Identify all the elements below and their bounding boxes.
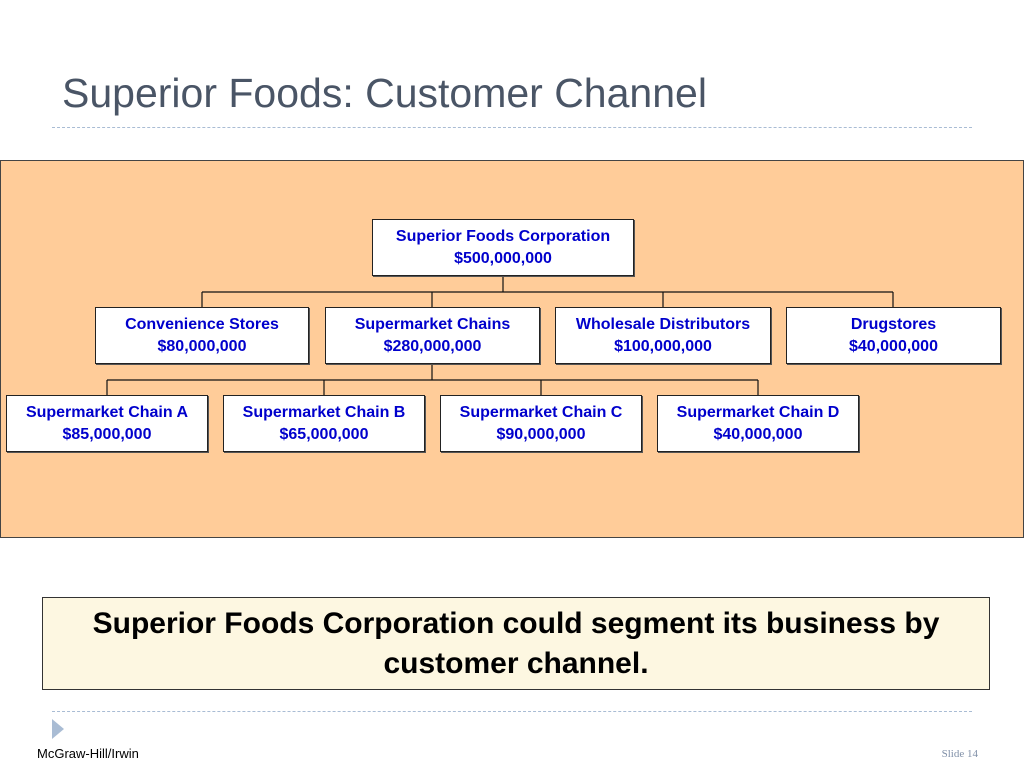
org-node-value: $80,000,000 <box>157 337 247 355</box>
org-node-name: Supermarket Chain A <box>25 403 189 421</box>
org-node-name: Supermarket Chain B <box>242 403 406 421</box>
title-divider <box>52 127 972 128</box>
org-node-root: Superior Foods Corporation $500,000,000 <box>372 219 634 276</box>
org-node-name: Convenience Stores <box>125 315 279 333</box>
org-node-name: Wholesale Distributors <box>575 315 751 333</box>
org-node-drugstores: Drugstores $40,000,000 <box>786 307 1001 364</box>
org-node-wholesale-distributors: Wholesale Distributors $100,000,000 <box>555 307 771 364</box>
footer-publisher: McGraw-Hill/Irwin <box>37 746 139 761</box>
triangle-bullet-icon <box>52 719 64 739</box>
org-node-value: $100,000,000 <box>614 337 712 355</box>
org-chart-connectors <box>106 276 894 395</box>
org-node-supermarket-chains: Supermarket Chains $280,000,000 <box>325 307 540 364</box>
footer-divider <box>52 711 972 712</box>
slide-number: Slide 14 <box>941 748 978 760</box>
org-node-name: Supermarket Chains <box>354 315 511 333</box>
org-node-name: Supermarket Chain D <box>676 403 840 421</box>
org-node-supermarket-chain-a: Supermarket Chain A $85,000,000 <box>6 395 208 452</box>
org-node-value: $90,000,000 <box>496 425 586 443</box>
org-node-value: $280,000,000 <box>383 337 482 355</box>
org-node-convenience-stores: Convenience Stores $80,000,000 <box>95 307 309 364</box>
org-node-name: Drugstores <box>850 315 937 333</box>
slide-title: Superior Foods: Customer Channel <box>62 70 707 116</box>
org-node-supermarket-chain-d: Supermarket Chain D $40,000,000 <box>657 395 859 452</box>
org-node-name: Supermarket Chain C <box>459 403 623 421</box>
org-node-supermarket-chain-c: Supermarket Chain C $90,000,000 <box>440 395 642 452</box>
org-node-supermarket-chain-b: Supermarket Chain B $65,000,000 <box>223 395 425 452</box>
org-chart-panel: Superior Foods Corporation $500,000,000 … <box>0 160 1024 538</box>
summary-callout: Superior Foods Corporation could segment… <box>42 597 990 690</box>
org-node-value: $40,000,000 <box>849 337 938 355</box>
org-node-name: Superior Foods Corporation <box>395 227 611 245</box>
org-node-value: $85,000,000 <box>62 425 152 443</box>
org-node-value: $65,000,000 <box>279 425 369 443</box>
org-node-value: $500,000,000 <box>454 249 552 267</box>
org-node-value: $40,000,000 <box>713 425 803 443</box>
